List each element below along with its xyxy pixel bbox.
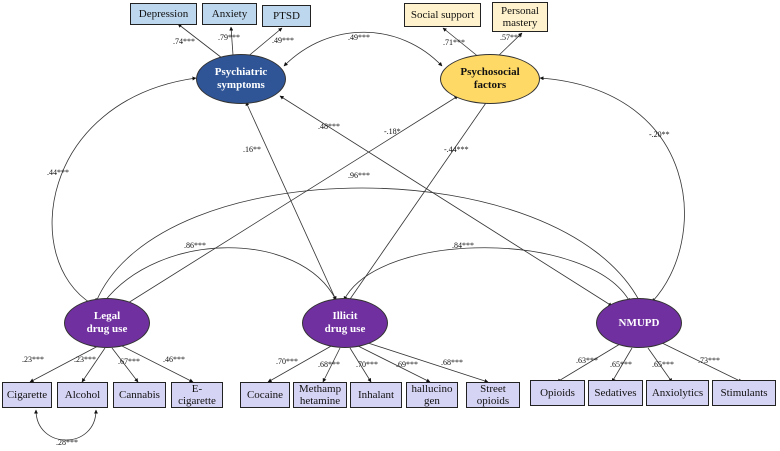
latent-psychosocial-factors: Psychosocial factors bbox=[440, 54, 540, 104]
loading-label-cannabis: .67*** bbox=[118, 357, 140, 366]
indicator-cigarette: Cigarette bbox=[2, 382, 52, 408]
arrow-anxiety bbox=[229, 26, 234, 56]
arrow-street-opioids bbox=[364, 341, 489, 383]
latent-nmupd: NMUPD bbox=[596, 298, 682, 348]
loading-label-street-opioids: .68*** bbox=[441, 358, 463, 367]
indicator-cannabis: Cannabis bbox=[113, 382, 166, 408]
path-label-legal-illicit: .86*** bbox=[184, 241, 206, 250]
loading-label-e-cigarette: .46*** bbox=[163, 355, 185, 364]
path-psych-psychosocial bbox=[283, 31, 443, 67]
loading-label-personal-mastery: .57*** bbox=[500, 33, 522, 42]
arrow-methamphetamine bbox=[322, 347, 341, 383]
loading-label-social-support: .71*** bbox=[443, 38, 465, 47]
loading-label-depression: .74*** bbox=[173, 37, 195, 46]
indicator-street-opioids: Street opioids bbox=[466, 382, 520, 408]
path-cigarette-alcohol bbox=[34, 409, 98, 441]
path-label-psych-illicit: .16** bbox=[243, 145, 261, 154]
path-label-psychosocial-nmupd: -.20** bbox=[649, 130, 670, 139]
path-psychosocial-legal bbox=[119, 95, 459, 309]
loading-label-anxiolytics: .65*** bbox=[652, 360, 674, 369]
arrow-hallucinogen bbox=[357, 345, 431, 383]
arrow-cannabis bbox=[111, 347, 139, 383]
path-psychosocial-illicit bbox=[347, 99, 489, 303]
indicator-opioids: Opioids bbox=[530, 380, 585, 406]
loading-label-cocaine: .70*** bbox=[276, 357, 298, 366]
path-label-psychosocial-legal: -.18* bbox=[384, 127, 401, 136]
latent-legal-drug-use: Legal drug use bbox=[64, 298, 150, 348]
path-psych-legal bbox=[51, 76, 197, 305]
indicator-ptsd: PTSD bbox=[262, 5, 311, 27]
arrow-cocaine bbox=[267, 344, 334, 383]
arrow-ecigarette bbox=[119, 344, 194, 383]
loading-label-ptsd: .49*** bbox=[272, 36, 294, 45]
loading-label-hallucinogen: .69*** bbox=[396, 360, 418, 369]
path-label-psychosocial-illicit: -.44*** bbox=[444, 145, 469, 154]
loading-label-alcohol: .23*** bbox=[74, 355, 96, 364]
path-label-psych-legal: .44*** bbox=[47, 168, 69, 177]
indicator-hallucinogen: hallucino gen bbox=[406, 382, 458, 408]
path-label-illicit-nmupd: .84*** bbox=[452, 241, 474, 250]
loading-label-anxiety: .79*** bbox=[218, 33, 240, 42]
arrow-social-support bbox=[442, 27, 481, 59]
path-illicit-nmupd bbox=[343, 247, 631, 303]
indicator-e-cigarette: E- cigarette bbox=[171, 382, 223, 408]
arrow-personal-mastery bbox=[495, 32, 523, 59]
indicator-cocaine: Cocaine bbox=[240, 382, 290, 408]
latent-psychiatric-symptoms: Psychiatric symptoms bbox=[196, 54, 286, 104]
indicator-alcohol: Alcohol bbox=[57, 382, 108, 408]
path-label-psych-nmupd: .48*** bbox=[318, 122, 340, 131]
loading-label-sedatives: .65*** bbox=[610, 360, 632, 369]
loading-label-methamphetamine: .68*** bbox=[318, 360, 340, 369]
loading-label-stimulants: .73*** bbox=[698, 356, 720, 365]
latent-illicit-drug-use: Illicit drug use bbox=[302, 298, 388, 348]
path-psychosocial-nmupd bbox=[539, 76, 685, 303]
loading-label-cigarette: .23*** bbox=[22, 355, 44, 364]
indicator-anxiety: Anxiety bbox=[202, 3, 257, 25]
indicator-sedatives: Sedatives bbox=[588, 380, 643, 406]
arrow-opioids bbox=[556, 343, 621, 383]
path-label-psych-psychosocial: .49*** bbox=[348, 33, 370, 42]
loading-label-opioids: .63*** bbox=[576, 356, 598, 365]
indicator-personal-mastery: Personal mastery bbox=[492, 2, 548, 32]
path-legal-nmupd bbox=[95, 187, 641, 303]
path-label-cigarette-alcohol: .28*** bbox=[56, 438, 78, 447]
indicator-inhalant: Inhalant bbox=[350, 382, 402, 408]
arrow-inhalant bbox=[349, 347, 372, 383]
arrow-ptsd bbox=[245, 27, 283, 59]
path-label-legal-nmupd: .96*** bbox=[348, 171, 370, 180]
arrow-alcohol bbox=[81, 347, 106, 383]
indicator-depression: Depression bbox=[130, 3, 197, 25]
indicator-methamphetamine: Methamp hetamine bbox=[293, 382, 347, 408]
indicator-social-support: Social support bbox=[404, 3, 481, 27]
arrow-depression bbox=[177, 23, 223, 59]
arrow-sedatives bbox=[611, 347, 633, 383]
loading-label-inhalant: .70*** bbox=[356, 360, 378, 369]
path-legal-illicit bbox=[103, 247, 337, 303]
arrow-cigarette bbox=[29, 344, 101, 383]
arrow-stimulants bbox=[659, 341, 743, 383]
indicator-anxiolytics: Anxiolytics bbox=[646, 380, 709, 406]
indicator-stimulants: Stimulants bbox=[712, 380, 776, 406]
arrow-anxiolytics bbox=[647, 347, 673, 383]
